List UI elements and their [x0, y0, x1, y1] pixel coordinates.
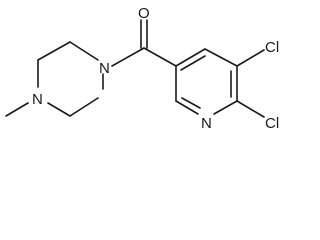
methyl-nitrogen-label: N: [32, 91, 43, 108]
pyridine-nitrogen-label: N: [201, 115, 212, 132]
pyridine-bond-c3-c4: [175, 48, 206, 67]
piperazine-bond-2: [37, 41, 71, 61]
oxygen-label: O: [138, 5, 150, 22]
piperazine-bond-1: [69, 41, 99, 61]
molecule-drawing: O N N N Cl Cl: [5, 5, 279, 132]
carbonyl-to-pyridine-bond: [143, 47, 177, 67]
pyridine-bond-c6-n: [213, 100, 238, 115]
piperazine-bond-6: [47, 102, 71, 117]
amide-nitrogen-label: N: [99, 60, 110, 77]
chlorine-lower-label: Cl: [265, 115, 279, 132]
pyridine-bond-n-c2-inner: [181, 97, 201, 109]
piperazine-bond-4: [69, 97, 99, 117]
chlorine-lower-bond: [236, 100, 265, 118]
carbonyl-to-amide-n-bond: [111, 47, 145, 67]
n-methyl-bond: [5, 102, 29, 117]
pyridine-bond-c4-c5: [204, 48, 238, 67]
pyridine-bond-n-c2: [175, 100, 199, 115]
chlorine-upper-label: Cl: [265, 39, 279, 56]
structure-canvas: O N N N Cl Cl: [5, 5, 279, 132]
chlorine-upper-bond: [236, 49, 265, 67]
pyridine-bond-c3-c4-inner: [180, 55, 206, 71]
